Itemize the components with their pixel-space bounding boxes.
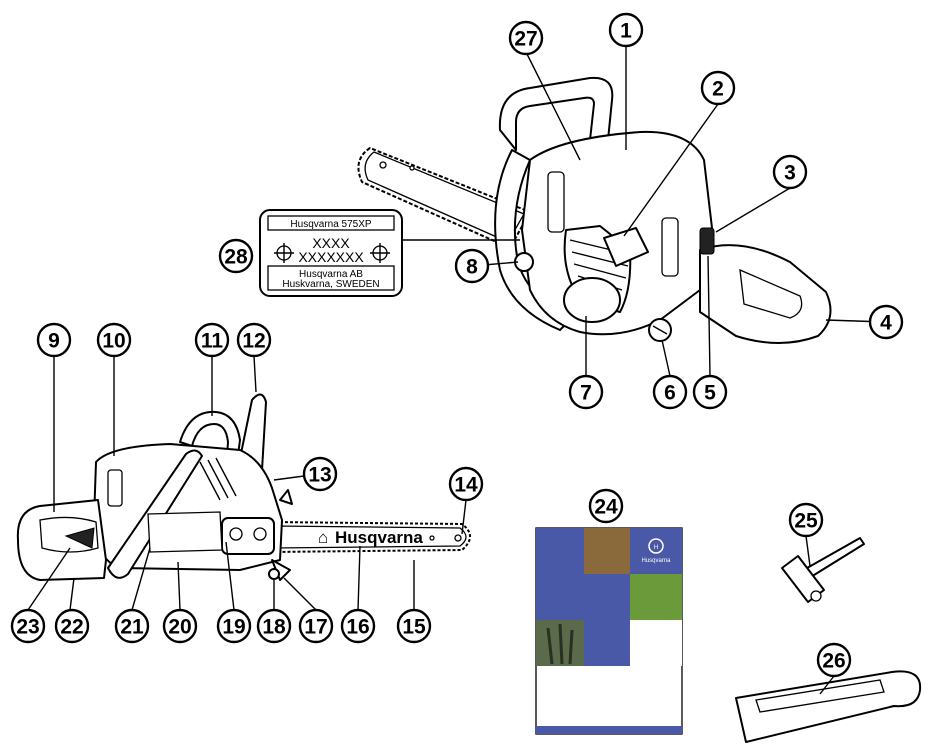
callout-label: 17 [304, 616, 327, 639]
callout-9: 9 [36, 322, 72, 358]
callout-28: 28 [218, 238, 254, 274]
callout-label: 24 [594, 496, 618, 519]
callout-label: 4 [880, 312, 892, 335]
side-clutch-cover [221, 517, 275, 555]
callout-label: 12 [242, 330, 265, 353]
callout-3: 3 [772, 154, 808, 190]
callout-16: 16 [340, 608, 376, 644]
callout-label: 23 [16, 616, 39, 639]
side-kickback-guard [237, 393, 267, 471]
callout-label: 6 [664, 382, 676, 405]
combination-wrench [781, 537, 865, 603]
husqvarna-logo-icon: H [648, 538, 664, 554]
crosshair-icon [370, 243, 390, 263]
callout-label: 19 [222, 616, 245, 639]
plate-model: Husqvarna 575XP [290, 219, 371, 230]
callout-5: 5 [692, 374, 728, 410]
plate-address: Huskvarna, SWEDEN [282, 279, 379, 290]
callout-label: 11 [201, 330, 224, 353]
callout-label: 14 [454, 474, 478, 497]
callout-label: 25 [794, 510, 818, 533]
callout-label: 15 [402, 616, 426, 639]
callout-label: 26 [822, 650, 845, 673]
crosshair-icon [274, 243, 294, 263]
callout-14: 14 [448, 466, 484, 502]
top-choke [603, 227, 649, 267]
leader-lines [27, 44, 887, 695]
top-throttle [699, 227, 715, 255]
callout-label: 2 [712, 78, 724, 101]
callout-6: 6 [652, 374, 688, 410]
callout-27: 27 [508, 20, 544, 56]
chainsaw-top-view [357, 76, 832, 344]
callout-label: 7 [580, 382, 592, 405]
callout-22: 22 [54, 608, 90, 644]
callout-label: 18 [262, 616, 286, 639]
callout-label: 9 [48, 330, 60, 353]
callout-label: 5 [704, 382, 716, 405]
top-guide-bar [357, 147, 531, 249]
callout-1: 1 [608, 12, 644, 48]
plate-company: Husqvarna AB [299, 269, 363, 280]
svg-text:H: H [654, 545, 658, 551]
callout-label: 22 [60, 616, 83, 639]
callout-2: 2 [700, 70, 736, 106]
callout-25: 25 [788, 502, 824, 538]
identification-plate: Husqvarna 575XP XXXX XXXXXXX Husqvarna A… [259, 209, 520, 297]
callout-10: 10 [96, 322, 132, 358]
callout-19: 19 [216, 608, 252, 644]
plate-code2: XXXXXXX [298, 249, 364, 265]
callout-26: 26 [816, 642, 852, 678]
side-tensioner [268, 568, 280, 580]
bar-brand-label: Husqvarna [335, 528, 423, 547]
callout-15: 15 [396, 608, 432, 644]
bar-guard [735, 670, 922, 743]
callout-label: 8 [466, 256, 478, 279]
callout-7: 7 [568, 374, 604, 410]
top-starter [563, 277, 621, 323]
plate-code1: XXXX [312, 235, 350, 251]
callout-label: 13 [308, 464, 331, 487]
callout-label: 21 [120, 616, 144, 639]
callout-12: 12 [236, 322, 272, 358]
callout-label: 28 [224, 246, 248, 269]
side-throttle [64, 527, 95, 549]
callout-label: 1 [620, 20, 632, 43]
callout-label: 27 [514, 28, 537, 51]
operator-manual: H Husqvarna [535, 527, 683, 735]
callout-label: 20 [168, 616, 191, 639]
callout-11: 11 [194, 322, 230, 358]
callout-4: 4 [868, 304, 904, 340]
callout-label: 10 [102, 330, 125, 353]
side-spike [279, 489, 293, 505]
callout-label: 16 [346, 616, 369, 639]
callout-8: 8 [454, 248, 490, 284]
chainsaw-side-view: Husqvarna ⌂ [16, 393, 471, 581]
husqvarna-logo-icon: ⌂ [318, 528, 328, 547]
callout-18: 18 [256, 608, 292, 644]
callout-17: 17 [298, 608, 334, 644]
manual-brand: Husqvarna [641, 558, 671, 564]
callout-23: 23 [10, 608, 46, 644]
callout-24: 24 [588, 488, 624, 524]
callout-label: 3 [784, 162, 796, 185]
side-guide-bar: Husqvarna ⌂ [269, 521, 471, 553]
callout-20: 20 [162, 608, 198, 644]
callout-21: 21 [114, 608, 150, 644]
callout-13: 13 [302, 456, 338, 492]
